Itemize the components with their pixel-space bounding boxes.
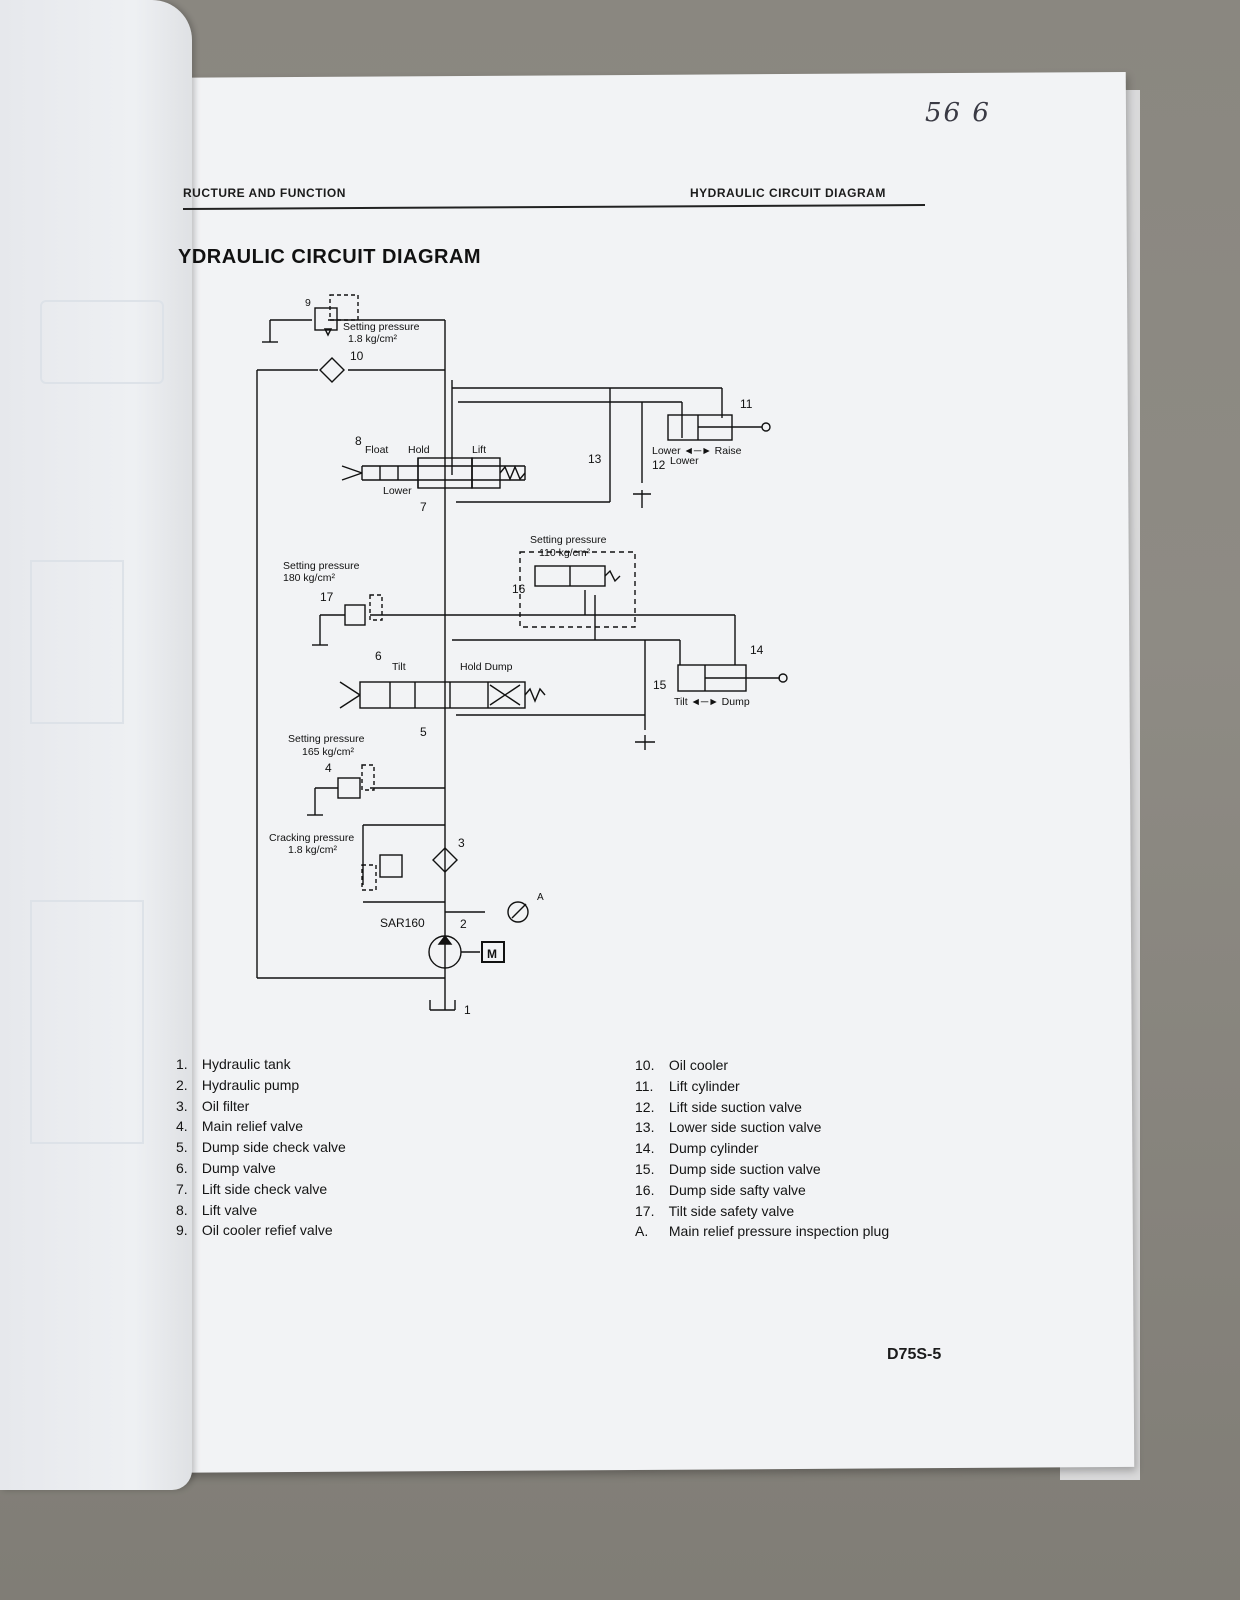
label-pressure-4: 165 kg/cm²	[302, 746, 354, 758]
label-pressure-17: 180 kg/cm²	[283, 572, 335, 584]
left-facing-page	[0, 0, 192, 1490]
label-float: Float	[365, 444, 388, 456]
label-17: 17	[320, 590, 334, 604]
list-item: 3. Oil filter	[176, 1097, 250, 1114]
label-pressure-9: 1.8 kg/cm²	[348, 333, 398, 345]
label-lower-2: Lower	[670, 455, 699, 467]
label-tilt-dump: Tilt ◄─► Dump	[674, 696, 750, 708]
label-16: 16	[512, 582, 526, 596]
label-4: 4	[325, 761, 332, 775]
list-item: A. Main relief pressure inspection plug	[635, 1223, 890, 1240]
section-header-left: RUCTURE AND FUNCTION	[183, 186, 346, 200]
label-setting-pressure-9: Setting pressure	[343, 321, 420, 333]
page-title: YDRAULIC CIRCUIT DIAGRAM	[178, 246, 482, 268]
list-item: 7. Lift side check valve	[176, 1180, 328, 1197]
ghost-figure	[30, 560, 124, 724]
legend-left-column: 1. Hydraulic tank 2. Hydraulic pump 3. O…	[176, 1054, 536, 1241]
label-lower: Lower	[383, 485, 412, 497]
hydraulic-circuit-diagram: 9 Setting pressure 1.8 kg/cm² 10 8 Float…	[256, 294, 788, 1017]
list-item: 10. Oil cooler	[635, 1057, 729, 1073]
label-15: 15	[653, 678, 667, 692]
label-13: 13	[588, 452, 602, 466]
label-11: 11	[740, 397, 753, 411]
list-item: 11. Lift cylinder	[635, 1077, 740, 1094]
label-hold: Hold	[408, 444, 430, 456]
list-item: 13. Lower side suction valve	[635, 1119, 822, 1136]
label-12: 12	[652, 458, 666, 472]
label-8: 8	[355, 434, 362, 448]
label-A: A	[537, 892, 544, 903]
label-setting-pressure-4: Setting pressure	[288, 733, 365, 745]
list-item: 2. Hydraulic pump	[176, 1076, 300, 1093]
label-7: 7	[420, 500, 427, 514]
label-3: 3	[458, 836, 465, 850]
label-tilt: Tilt	[392, 661, 406, 673]
label-lift: Lift	[472, 444, 486, 456]
label-pump-model: SAR160	[380, 916, 425, 930]
legend-right-column: 10. Oil cooler 11. Lift cylinder 12. Lif…	[635, 1055, 995, 1242]
label-10: 10	[350, 349, 364, 363]
list-item: 12. Lift side suction valve	[635, 1098, 802, 1115]
list-item: 9. Oil cooler refief valve	[176, 1222, 333, 1239]
label-14: 14	[750, 643, 764, 657]
label-pressure-16: 110 kg/cm²	[539, 547, 591, 559]
label-cracking-pressure: Cracking pressure	[269, 832, 354, 844]
list-item: 15. Dump side suction valve	[635, 1160, 821, 1177]
list-item: 5. Dump side check valve	[176, 1139, 346, 1156]
label-setting-pressure-17: Setting pressure	[283, 560, 360, 572]
list-item: 8. Lift valve	[176, 1201, 258, 1218]
ghost-figure	[40, 300, 164, 384]
label-lower-raise: Lower ◄─► Raise	[652, 445, 742, 457]
label-6: 6	[375, 649, 382, 663]
list-item: 6. Dump valve	[176, 1159, 276, 1176]
label-setting-pressure-16: Setting pressure	[530, 534, 607, 546]
motor-symbol: M	[487, 947, 497, 961]
ghost-figure	[30, 900, 144, 1144]
label-9: 9	[305, 297, 311, 309]
list-item: 16. Dump side safty valve	[635, 1181, 806, 1198]
list-item: 17. Tilt side safety valve	[635, 1202, 795, 1219]
section-header-right: HYDRAULIC CIRCUIT DIAGRAM	[690, 186, 886, 200]
label-5: 5	[420, 725, 427, 739]
list-item: 1. Hydraulic tank	[176, 1056, 291, 1072]
list-item: 4. Main relief valve	[176, 1118, 304, 1135]
label-2: 2	[460, 917, 467, 931]
list-item: 14. Dump cylinder	[635, 1140, 759, 1157]
handwritten-note: 56 6	[925, 98, 991, 128]
page-code: D75S-5	[887, 1346, 942, 1363]
label-hold-dump: Hold Dump	[460, 661, 513, 673]
label-pressure-crack: 1.8 kg/cm²	[288, 844, 338, 856]
label-1: 1	[464, 1003, 471, 1017]
